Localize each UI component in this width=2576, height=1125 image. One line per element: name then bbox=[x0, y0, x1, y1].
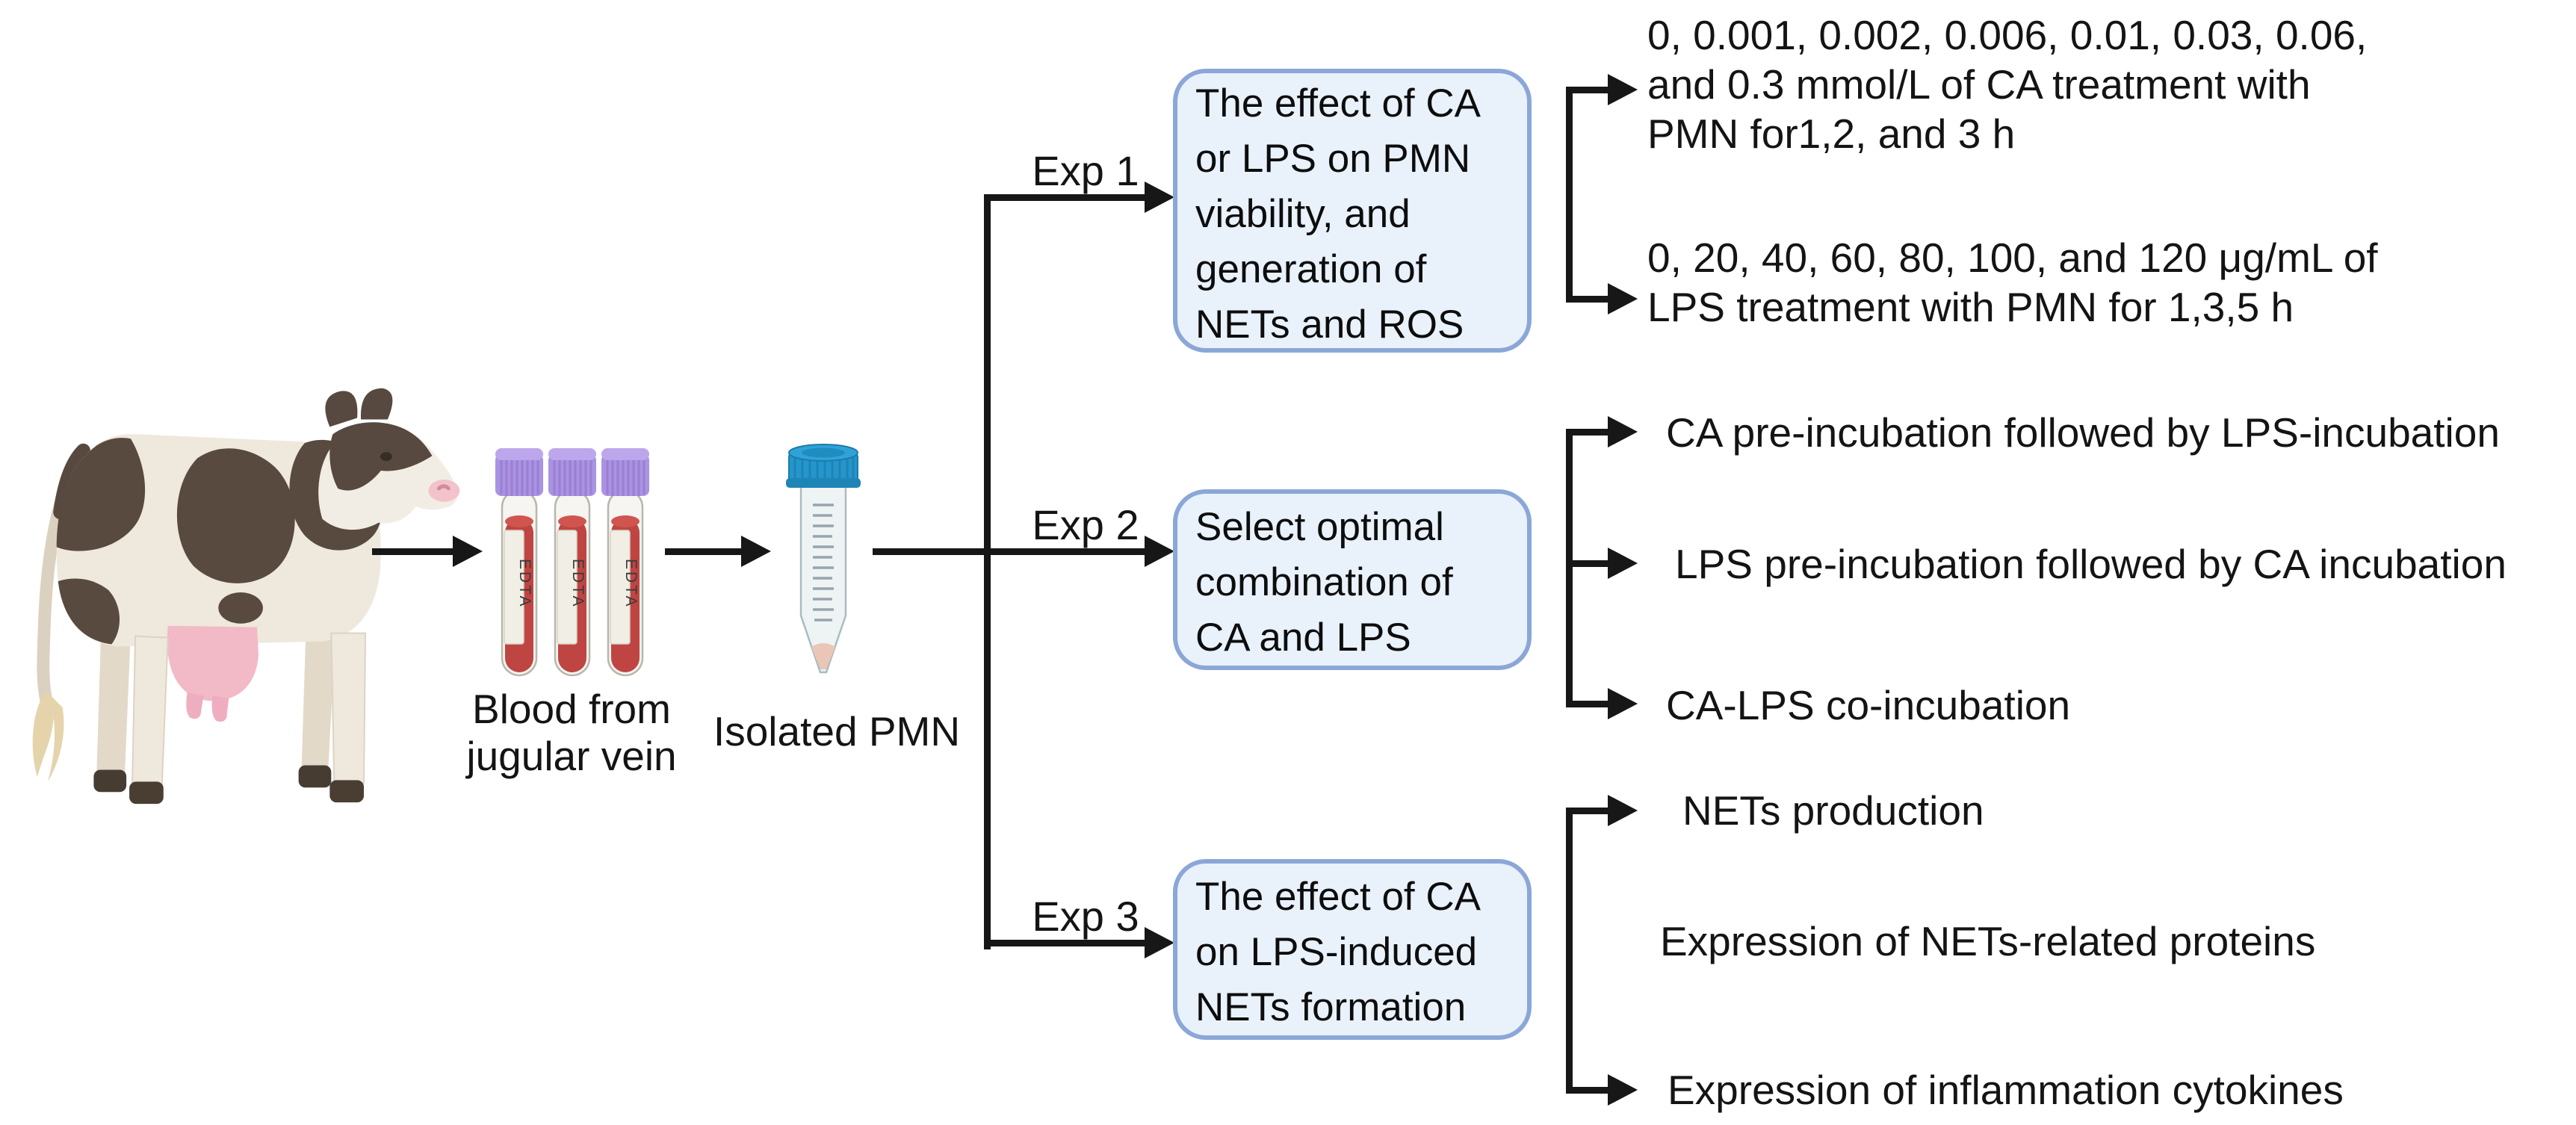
cow-leg-near-front bbox=[330, 632, 367, 784]
exp3-outcome2-text: Expression of NETs-related proteins bbox=[1660, 918, 2316, 964]
exp2-bracket-arm-middle bbox=[1569, 560, 1609, 567]
exp2-label: Exp 2 bbox=[1032, 501, 1139, 548]
exp1-bracket-vertical bbox=[1566, 87, 1573, 303]
exp2-outcome1-text: CA pre-incubation followed by LPS-incuba… bbox=[1666, 409, 2500, 456]
cow-patch-mid bbox=[176, 448, 295, 583]
main-flow-line bbox=[873, 548, 1146, 555]
exp2-bracket-arm-top bbox=[1569, 429, 1609, 436]
arrow-tubes-to-pmn-head bbox=[741, 536, 771, 567]
arrow-cow-to-tubes-line bbox=[372, 548, 454, 555]
exp3-bracket-vertical bbox=[1566, 808, 1573, 1094]
arrow-into-exp3-box bbox=[1145, 927, 1174, 958]
edta-label-text: EDTA bbox=[569, 559, 586, 608]
cow-nose bbox=[428, 479, 460, 502]
exp3-outcome1-arrowhead bbox=[1608, 795, 1638, 826]
cow-patch-rear-low bbox=[58, 578, 120, 645]
arrow-into-exp1-box bbox=[1145, 182, 1174, 213]
exp3-outcome3-arrowhead bbox=[1608, 1074, 1638, 1106]
exp3-branch-line bbox=[984, 940, 1146, 946]
cow-ear bbox=[360, 388, 393, 420]
cow-patch-rump bbox=[56, 438, 146, 551]
exp2-bracket-arm-bottom bbox=[1569, 701, 1609, 707]
centrifuge-tube-icon bbox=[786, 444, 861, 674]
cow-teat bbox=[186, 692, 204, 719]
exp1-box: The effect of CA or LPS on PMN viability… bbox=[1173, 69, 1532, 353]
exp3-bracket-arm-bottom bbox=[1569, 1087, 1609, 1094]
cow-hoof bbox=[129, 781, 164, 805]
exp3-label: Exp 3 bbox=[1032, 893, 1139, 940]
branch-stem-vertical bbox=[984, 194, 991, 949]
exp2-outcome2-arrowhead bbox=[1608, 548, 1638, 579]
pmn-caption: Isolated PMN bbox=[713, 708, 961, 754]
blood-tube-icon: EDTA bbox=[495, 448, 543, 677]
arrow-into-exp2-box bbox=[1145, 536, 1174, 567]
blood-tube-icon: EDTA bbox=[601, 448, 649, 677]
cow-leg-far-hind bbox=[96, 627, 131, 773]
cow-hoof bbox=[93, 769, 127, 793]
exp2-outcome3-arrowhead bbox=[1608, 688, 1638, 719]
exp2-outcome3-text: CA-LPS co-incubation bbox=[1666, 682, 2071, 728]
exp2-outcome1-arrowhead bbox=[1608, 416, 1638, 447]
cow-teat bbox=[211, 695, 229, 722]
cow-leg-far-front bbox=[301, 627, 336, 769]
exp1-bracket-arm-top bbox=[1569, 87, 1609, 93]
exp3-box: The effect of CA on LPS-induced NETs for… bbox=[1173, 859, 1532, 1040]
exp1-outcome2-text: 0, 20, 40, 60, 80, 100, and 120 μg/mL of… bbox=[1647, 235, 2378, 330]
blood-source-caption: Blood from jugular vein bbox=[466, 686, 677, 779]
cow-illustration bbox=[32, 388, 460, 805]
exp1-outcome2-arrowhead bbox=[1608, 283, 1638, 314]
cow-patch-belly bbox=[218, 592, 263, 624]
exp3-bracket-arm-top bbox=[1569, 808, 1609, 814]
arrow-tubes-to-pmn-line bbox=[665, 548, 743, 555]
graduation-marks bbox=[813, 503, 834, 622]
cow-ear bbox=[325, 391, 358, 427]
exp1-bracket-arm-bottom bbox=[1569, 296, 1609, 303]
cow-hoof bbox=[329, 780, 365, 803]
exp1-branch-line bbox=[984, 194, 1146, 201]
exp1-label: Exp 1 bbox=[1032, 147, 1139, 194]
cow-udder bbox=[167, 625, 258, 701]
exp2-bracket-vertical bbox=[1566, 429, 1573, 707]
blood-tube-icon: EDTA bbox=[548, 448, 596, 677]
cow-eye bbox=[380, 452, 392, 462]
cow-hoof bbox=[298, 765, 332, 788]
arrow-cow-to-tubes-head bbox=[453, 536, 483, 567]
cell-pellet bbox=[811, 643, 835, 669]
edta-label-text: EDTA bbox=[622, 559, 640, 608]
exp3-outcome3-text: Expression of inflammation cytokines bbox=[1668, 1067, 2344, 1113]
exp2-box: Select optimal combination of CA and LPS bbox=[1173, 489, 1532, 670]
exp1-outcome1-text: 0, 0.001, 0.002, 0.006, 0.01, 0.03, 0.06… bbox=[1647, 12, 2368, 157]
cow-tail-tuft bbox=[32, 691, 64, 782]
cow-nostril bbox=[436, 484, 451, 491]
cow-leg-near-hind bbox=[131, 635, 169, 786]
exp2-outcome2-text: LPS pre-incubation followed by CA incuba… bbox=[1675, 541, 2507, 587]
exp1-outcome1-arrowhead bbox=[1608, 74, 1638, 105]
exp3-outcome1-text: NETs production bbox=[1682, 787, 1984, 834]
edta-label-text: EDTA bbox=[516, 559, 533, 608]
